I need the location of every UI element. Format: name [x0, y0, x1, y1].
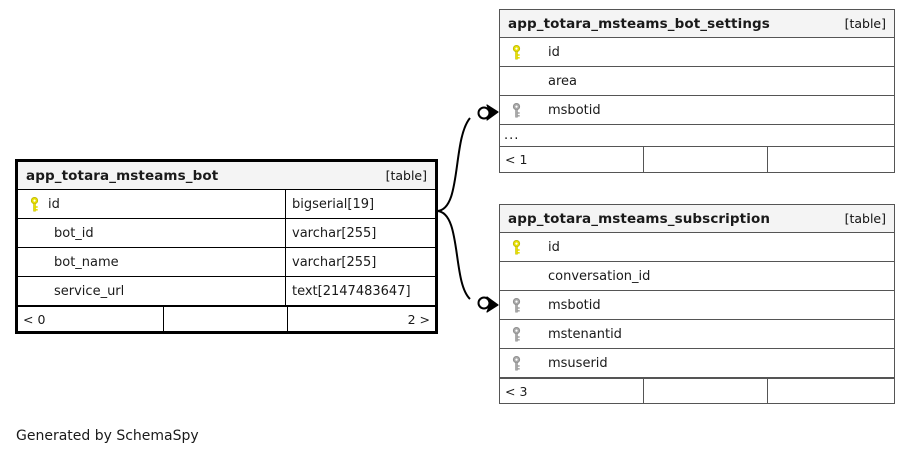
table-header: app_totara_msteams_bot [table] — [18, 162, 435, 190]
footer-children-count — [768, 379, 894, 403]
footer-middle — [643, 147, 768, 172]
footer-parents-count: < 0 — [23, 311, 46, 327]
foreign-key-icon — [506, 355, 526, 371]
column-name-cell: msbotid — [500, 96, 894, 124]
foreign-key-icon — [506, 297, 526, 313]
table-app-totara-msteams-bot[interactable]: app_totara_msteams_bot [table] id bigser… — [15, 159, 438, 334]
table-type-tag: [table] — [844, 16, 886, 31]
column-type-text: text[2147483647] — [292, 283, 411, 299]
table-row[interactable]: msbotid — [500, 96, 894, 125]
column-name-cell: area — [500, 67, 894, 95]
column-name-cell: conversation_id — [500, 262, 894, 290]
table-footer: < 1 — [500, 147, 894, 172]
table-title: app_totara_msteams_subscription — [508, 210, 771, 227]
more-columns-indicator: ... — [500, 125, 894, 147]
table-header: app_totara_msteams_subscription [table] — [500, 205, 894, 233]
table-row[interactable]: conversation_id — [500, 262, 894, 291]
column-type: bigserial[19] — [285, 190, 435, 218]
crowsfoot-marker — [486, 296, 499, 313]
foreign-key-icon — [506, 326, 526, 342]
column-name: msuserid — [548, 355, 608, 371]
table-row[interactable]: bot_id varchar[255] — [18, 219, 435, 248]
column-name: area — [548, 73, 577, 89]
table-row[interactable]: id — [500, 233, 894, 262]
table-footer: < 3 — [500, 378, 894, 403]
table-row[interactable]: service_url text[2147483647] — [18, 277, 435, 306]
table-footer: < 0 2 > — [18, 306, 435, 331]
column-name-cell: id — [500, 38, 894, 66]
column-type-text: varchar[255] — [292, 225, 377, 241]
table-type-tag: [table] — [385, 168, 427, 183]
column-name-cell: msbotid — [500, 291, 894, 319]
footer-middle — [163, 307, 288, 331]
column-type: text[2147483647] — [285, 277, 435, 305]
cardinality-zero-marker — [477, 296, 491, 310]
column-name-cell: service_url — [18, 277, 285, 305]
table-row[interactable]: msbotid — [500, 291, 894, 320]
crowsfoot-marker — [486, 104, 499, 121]
table-app-totara-msteams-bot-settings[interactable]: app_totara_msteams_bot_settings [table] … — [499, 9, 895, 173]
table-title: app_totara_msteams_bot_settings — [508, 15, 770, 32]
generator-caption: Generated by SchemaSpy — [16, 428, 199, 444]
table-row[interactable]: mstenantid — [500, 320, 894, 349]
footer-children-count — [768, 147, 894, 172]
column-name-cell: bot_name — [18, 248, 285, 276]
table-app-totara-msteams-subscription[interactable]: app_totara_msteams_subscription [table] … — [499, 204, 895, 404]
column-name: id — [48, 196, 60, 212]
column-name: msbotid — [548, 297, 601, 313]
column-name: msbotid — [548, 102, 601, 118]
table-title: app_totara_msteams_bot — [26, 167, 219, 184]
column-name: bot_name — [54, 254, 119, 270]
column-type: varchar[255] — [285, 248, 435, 276]
primary-key-icon — [24, 196, 44, 212]
column-name-cell: msuserid — [500, 349, 894, 377]
primary-key-icon — [506, 44, 526, 60]
table-row[interactable]: id bigserial[19] — [18, 190, 435, 219]
table-row[interactable]: msuserid — [500, 349, 894, 378]
column-name-cell: id — [18, 190, 285, 218]
table-row[interactable]: bot_name varchar[255] — [18, 248, 435, 277]
column-type: varchar[255] — [285, 219, 435, 247]
footer-middle — [643, 379, 768, 403]
column-name-cell: id — [500, 233, 894, 261]
foreign-key-icon — [506, 102, 526, 118]
column-name: conversation_id — [548, 268, 651, 284]
column-name: id — [548, 44, 560, 60]
table-header: app_totara_msteams_bot_settings [table] — [500, 10, 894, 38]
column-name: mstenantid — [548, 326, 622, 342]
column-type-text: varchar[255] — [292, 254, 377, 270]
table-row[interactable]: area — [500, 67, 894, 96]
primary-key-icon — [506, 239, 526, 255]
footer-parents-count: < 3 — [505, 383, 528, 399]
relationship-bot-to-subscription — [436, 210, 499, 313]
column-name-cell: mstenantid — [500, 320, 894, 348]
footer-children-count: 2 > — [407, 311, 430, 327]
table-type-tag: [table] — [844, 211, 886, 226]
column-name: id — [548, 239, 560, 255]
cardinality-zero-marker — [477, 106, 491, 120]
footer-parents-count: < 1 — [505, 152, 528, 167]
column-name-cell: bot_id — [18, 219, 285, 247]
column-type-text: bigserial[19] — [292, 196, 375, 212]
column-name: service_url — [54, 283, 125, 299]
relationship-bot-to-bot-settings — [436, 104, 499, 212]
column-name: bot_id — [54, 225, 94, 241]
table-row[interactable]: id — [500, 38, 894, 67]
